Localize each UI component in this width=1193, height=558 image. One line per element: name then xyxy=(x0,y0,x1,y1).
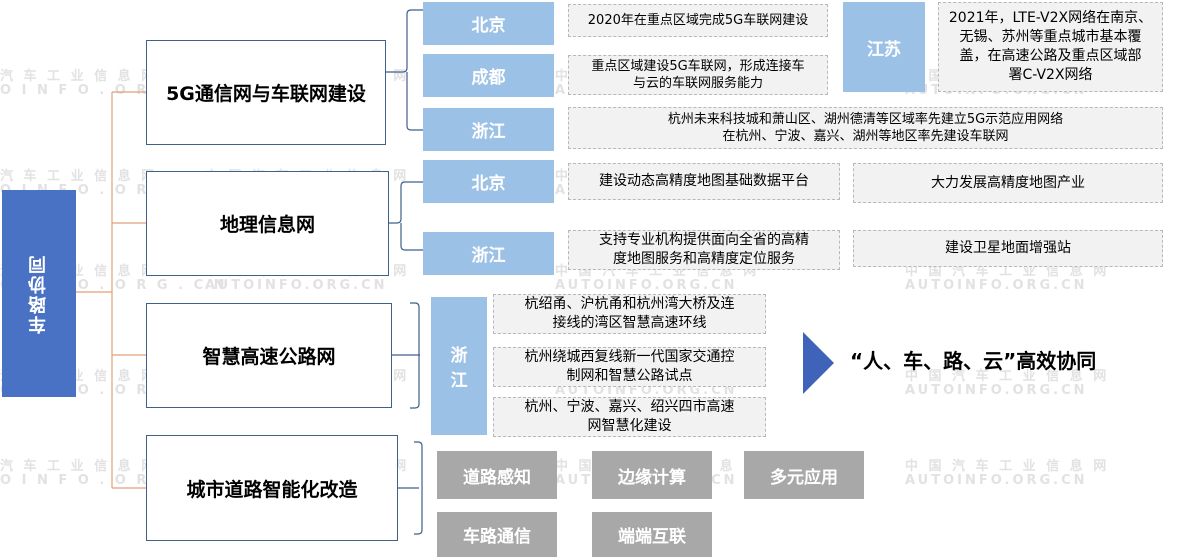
city-zhejiang: 浙江 xyxy=(431,297,487,435)
city-zhejiang: 浙江 xyxy=(423,108,554,151)
note-highway-3: 杭州、宁波、嘉兴、绍兴四市高速网智慧化建设 xyxy=(493,397,766,437)
root-label: 车路协同 xyxy=(28,253,49,334)
note-jiangsu-5g: 2021年，LTE-V2X网络在南京、无锡、苏州等重点城市基本覆盖，在高速公路及… xyxy=(938,2,1163,92)
category-geo-network: 地理信息网 xyxy=(146,171,389,276)
city-chengdu: 成都 xyxy=(423,54,554,97)
city-beijing: 北京 xyxy=(423,2,554,45)
note-beijing-5g: 2020年在重点区域完成5G车联网建设 xyxy=(568,4,828,37)
tag-edge-computing: 边缘计算 xyxy=(592,451,712,499)
root-connectors xyxy=(76,91,146,489)
note-beijing-geo-industry: 大力发展高精度地图产业 xyxy=(853,163,1163,203)
note-highway-2: 杭州绕城西复线新一代国家交通控制网和智慧公路试点 xyxy=(493,347,766,387)
category-label: 地理信息网 xyxy=(219,214,315,236)
category-5g-network: 5G通信网与车联网建设 xyxy=(146,40,386,145)
city-zhejiang: 浙江 xyxy=(423,232,554,275)
tag-road-perception: 道路感知 xyxy=(437,451,557,499)
note-chengdu-5g: 重点区域建设5G车联网，形成连接车与云的车联网服务能力 xyxy=(568,55,828,95)
tag-end-to-end: 端端互联 xyxy=(592,512,712,557)
category-smart-highway: 智慧高速公路网 xyxy=(146,303,392,408)
slogan: “人、车、路、云”高效协同 xyxy=(850,349,1097,373)
tag-vehicle-road-comm: 车路通信 xyxy=(437,512,557,557)
category-label: 智慧高速公路网 xyxy=(202,346,336,368)
bracket-connectors xyxy=(386,9,423,535)
tag-multi-application: 多元应用 xyxy=(744,451,864,499)
note-beijing-geo: 建设动态高精度地图基础数据平台 xyxy=(568,163,840,200)
category-label: 5G通信网与车联网建设 xyxy=(166,83,366,105)
category-label: 城市道路智能化改造 xyxy=(186,478,358,501)
category-urban-road: 城市道路智能化改造 xyxy=(146,435,398,541)
note-zhejiang-geo: 支持专业机构提供面向全省的高精度地图服务和高精度定位服务 xyxy=(568,230,840,270)
note-zhejiang-geo-station: 建设卫星地面增强站 xyxy=(853,230,1163,267)
arrow-right-icon xyxy=(803,332,834,394)
city-beijing: 北京 xyxy=(423,160,554,203)
note-highway-1: 杭绍甬、沪杭甬和杭州湾大桥及连接线的湾区智慧高速环线 xyxy=(493,294,766,334)
city-jiangsu: 江苏 xyxy=(843,2,925,92)
note-zhejiang-5g: 杭州未来科技城和萧山区、湖州德清等区域率先建立5G示范应用网络在杭州、宁波、嘉兴… xyxy=(568,107,1163,149)
root-node: 车路协同 xyxy=(2,190,76,397)
